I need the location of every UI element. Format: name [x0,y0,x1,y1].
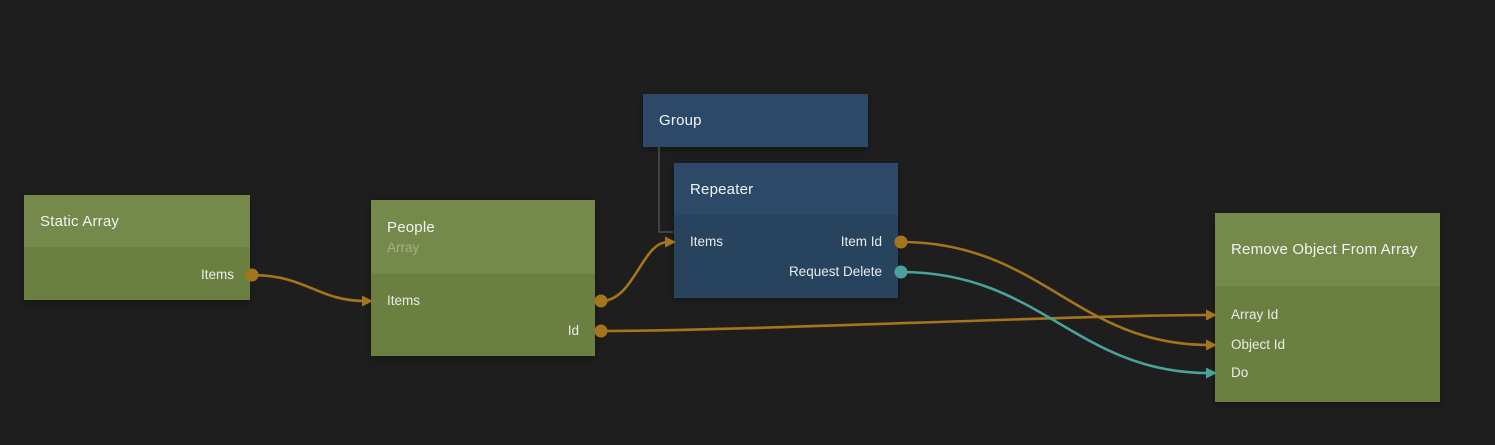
port-remove-object-from-array-object-id[interactable]: Object Id [1231,337,1286,352]
input-arrow-repeater-items[interactable] [665,236,676,248]
port-repeater-request-delete[interactable]: Request Delete [788,264,882,279]
node-header[interactable]: Repeater [674,163,898,215]
node-body [24,247,250,300]
node-title: Static Array [40,212,120,230]
input-arrow-people-items[interactable] [362,295,373,307]
output-dot-repeater-request-delete[interactable] [894,265,908,279]
port-repeater-item-id[interactable]: Item Id [840,234,882,249]
node-body [371,274,595,356]
node-header[interactable]: Static Array [24,195,250,247]
input-arrow-remove-object-from-array-object-id[interactable] [1206,339,1217,351]
node-group[interactable]: Group [643,94,868,147]
port-people-id[interactable]: Id [567,323,579,338]
wire-repeater-item-id-to-remove-object-id[interactable] [900,240,1210,347]
wire-repeater-request-delete-to-remove-do[interactable] [900,270,1210,375]
node-body [674,215,898,298]
port-remove-object-from-array-do[interactable]: Do [1231,365,1249,380]
node-title: Remove Object From Array [1231,241,1418,258]
port-repeater-items[interactable]: Items [690,234,724,249]
port-people-items[interactable]: Items [387,293,421,308]
output-dot-people-items[interactable] [594,294,608,308]
node-header[interactable]: Remove Object From Array [1215,213,1440,286]
input-arrow-remove-object-from-array-do[interactable] [1206,367,1217,379]
wire-people-items-to-repeater-items[interactable] [600,240,669,303]
wire-static-array-items-to-people-items[interactable] [251,273,366,303]
node-body [1215,286,1440,402]
node-title: Group [659,112,702,129]
node-header[interactable]: Group [643,94,868,147]
port-remove-object-from-array-array-id[interactable]: Array Id [1231,307,1279,322]
node-title: Repeater [690,180,754,198]
output-dot-repeater-item-id[interactable] [894,235,908,249]
node-subtitle: Array [387,239,420,255]
input-arrow-remove-object-from-array-array-id[interactable] [1206,309,1217,321]
group-child-link-group-repeater [658,147,673,233]
port-static-array-items[interactable]: Items [200,267,234,282]
node-title: People [387,218,435,236]
wire-people-id-to-remove-array-id[interactable] [600,313,1210,333]
output-dot-static-array-items[interactable] [245,268,259,282]
output-dot-people-id[interactable] [594,324,608,338]
